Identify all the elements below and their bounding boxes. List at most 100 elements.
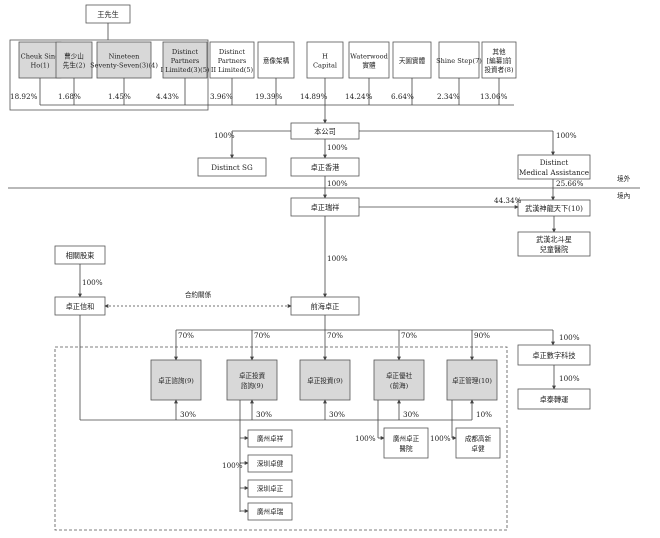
subsidiary-label-2-0: 卓正投資(9)	[307, 376, 343, 385]
clinic-label-1: 廣州卓正	[393, 434, 420, 443]
shareholder-label-6-0: H	[322, 53, 328, 61]
node-wuhan-beidou: 武漢北斗星 兒童醫院	[517, 231, 591, 257]
shareholder-pct-10: 13.06%	[480, 92, 508, 101]
subsidiary-label-3-1: (前海)	[390, 381, 409, 390]
shareholder-pct-7: 14.24%	[345, 92, 373, 101]
subsidiary-bottom-pct-2: 30%	[329, 410, 345, 419]
shareholder-label-7-0: Waterwood	[350, 53, 388, 61]
shareholder-label-1-0: 曹少山	[64, 52, 84, 61]
chengdu-label-1: 成都高新	[465, 434, 492, 443]
shareholder-pct-5: 19.39%	[255, 92, 283, 101]
digital-pct: 100%	[559, 333, 580, 342]
zhuotai-label: 卓泰轉運	[540, 395, 569, 404]
clinic-pct: 100%	[355, 434, 376, 443]
shareholder-label-2-0: Nineteen	[109, 53, 140, 61]
node-ruixiang: 卓正瑞祥	[290, 197, 360, 217]
guangzhou-pct: 100%	[222, 461, 243, 470]
shareholder-pct-0: 18.92%	[10, 92, 38, 101]
shareholder-row: Cheuk SingHo(1)曹少山先生(2)NineteenSeventy-S…	[18, 41, 517, 105]
node-zhuozheng-hk: 卓正香港	[290, 157, 360, 177]
guangzhou-label-1: 深圳卓健	[257, 459, 284, 468]
node-clinic: 廣州卓正 醫院	[383, 427, 429, 459]
subsidiary-label-1-0: 卓正投資	[239, 371, 266, 380]
related-party-label: 相關股東	[66, 251, 95, 260]
shareholder-pct-4: 3.96%	[210, 92, 233, 101]
wuhan-beidou-label-2: 兒童醫院	[540, 245, 569, 254]
shareholder-label-10-0: 其他	[492, 47, 506, 56]
guangzhou-label-2: 深圳卓正	[257, 484, 284, 493]
shareholder-pct-9: 2.34%	[437, 92, 460, 101]
shareholder-label-0-1: Ho(1)	[30, 62, 49, 70]
subsidiary-node-2: 70% 卓正投資(9) 30%	[299, 330, 351, 420]
distinct-sg-label: Distinct SG	[211, 163, 253, 172]
clinic-label-2: 醫院	[399, 444, 413, 453]
shareholder-pct-row: 18.92%1.68%1.45%4.43%3.96%19.39%14.89%14…	[10, 92, 508, 101]
shareholder-label-3-2: I Limited(3)(5)	[160, 66, 209, 74]
control-group-frame	[9, 39, 209, 111]
offshore-label: 境外	[617, 174, 631, 183]
subsidiary-label-0-0: 卓正諮詢(9)	[158, 376, 194, 385]
shareholder-label-8-0: 天圖實體	[399, 56, 426, 65]
subsidiary-top-pct-2: 70%	[327, 331, 343, 340]
shareholder-label-7-1: 實體	[362, 61, 376, 70]
zhuozheng-hk-label: 卓正香港	[311, 163, 341, 172]
shareholder-label-6-1: Capital	[313, 62, 337, 70]
node-digital: 卓正數字科技	[517, 344, 591, 366]
shareholder-label-0-0: Cheuk Sing	[21, 53, 60, 61]
node-xinhe: 卓正信和	[54, 296, 106, 316]
hk-pct: 100%	[327, 143, 348, 152]
related-party-pct: 100%	[82, 278, 103, 287]
xinhe-label: 卓正信和	[66, 302, 95, 311]
shareholder-label-4-0: Distinct	[219, 48, 245, 56]
qianhai-label: 前海卓正	[311, 302, 340, 311]
distinct-medical-label-1: Distinct	[540, 158, 569, 167]
subsidiary-top-pct-4: 90%	[474, 331, 490, 340]
shareholder-label-2-1: Seventy-Seven(3)(4)	[90, 62, 158, 70]
onshore-label: 境內	[617, 191, 630, 200]
ruixiang-pct: 100%	[327, 179, 348, 188]
node-distinct-medical: Distinct Medical Assistance	[517, 154, 591, 180]
distinct-medical-pct: 100%	[556, 131, 577, 140]
guangzhou-label-0: 廣州卓祥	[257, 434, 284, 443]
shareholder-label-4-1: Partners	[218, 57, 247, 65]
qianhai-pct: 100%	[327, 254, 348, 263]
subsidiary-node-4: 90%卓正管理(10)10%	[446, 330, 498, 420]
shareholder-label-4-2: II Limited(5)	[211, 66, 254, 74]
shareholder-label-3-1: Partners	[171, 57, 200, 65]
distinct-medical-label-2: Medical Assistance	[519, 168, 589, 177]
node-distinct-sg: Distinct SG	[197, 157, 267, 177]
chengdu-pct: 100%	[430, 434, 451, 443]
shareholder-pct-2: 1.45%	[108, 92, 131, 101]
ruixiang-label: 卓正瑞祥	[311, 203, 340, 212]
shareholder-node-8: 天圖實體	[392, 41, 432, 105]
shareholder-label-5-0: 意像架構	[263, 56, 290, 65]
subsidiary-label-3-0: 卓正優社	[386, 371, 413, 380]
shareholder-label-10-1: [編纂]前	[487, 56, 512, 65]
shareholder-pct-8: 6.64%	[391, 92, 414, 101]
shareholder-node-9: Shine Step(7)	[436, 41, 482, 105]
shareholder-pct-6: 14.89%	[300, 92, 328, 101]
shareholder-node-5: 意像架構	[257, 41, 295, 105]
digital-label: 卓正數字科技	[532, 351, 575, 360]
node-chengdu: 成都高新 卓健	[455, 427, 501, 459]
wuhan-beidou-label-1: 武漢北斗星	[536, 235, 572, 244]
guangzhou-label-3: 廣州卓瑞	[257, 507, 284, 516]
node-qianhai: 前海卓正	[290, 296, 360, 316]
subsidiary-bottom-pct-4: 10%	[476, 410, 492, 419]
chengdu-label-2: 卓健	[471, 444, 485, 453]
shenlong-pct: 44.34%	[494, 196, 522, 205]
wuhan-shenlong-label: 武漢神龍天下(10)	[525, 204, 583, 213]
top-person-label: 王先生	[97, 10, 119, 19]
vie-group-frame	[54, 346, 508, 531]
shareholder-pct-3: 4.43%	[156, 92, 179, 101]
subsidiary-top-pct-0: 70%	[178, 331, 194, 340]
zhuotai-pct: 100%	[559, 374, 580, 383]
